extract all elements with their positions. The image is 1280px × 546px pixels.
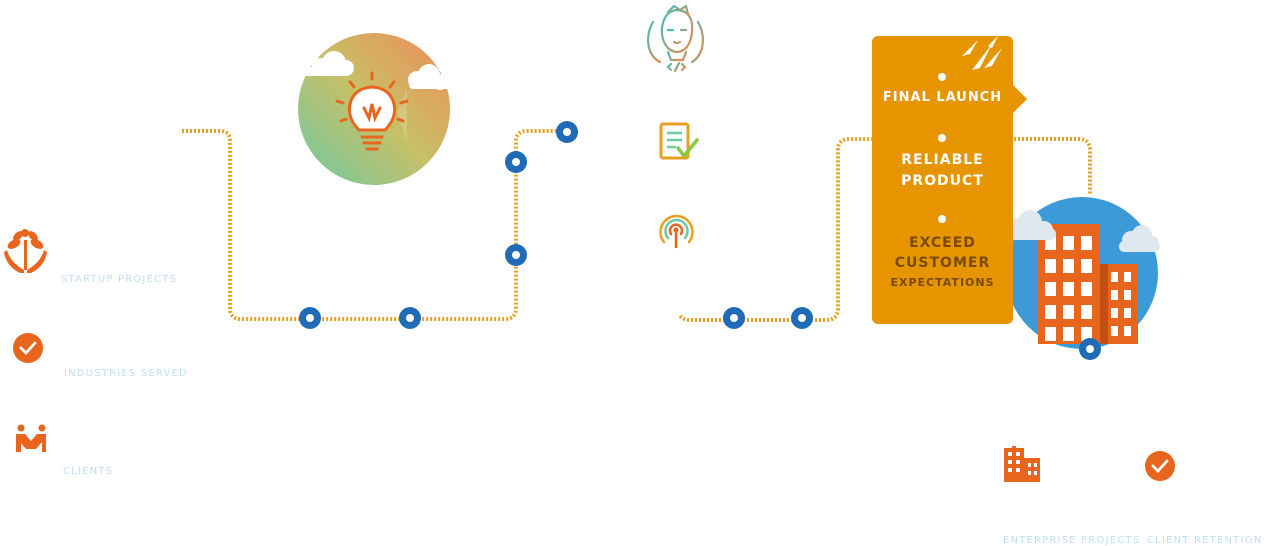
card-bullet xyxy=(938,134,946,142)
card-exceed-expectations: EXCEED CUSTOMER EXPECTATIONS xyxy=(872,233,1013,293)
lightbulb-icon xyxy=(335,71,409,151)
path-node xyxy=(399,307,421,329)
card-customer: CUSTOMER xyxy=(894,255,991,271)
roadmap-path-left xyxy=(182,129,567,321)
broadcast-signal-icon xyxy=(659,214,694,249)
card-reliable-product: RELIABLE PRODUCT xyxy=(872,150,1013,192)
people-handshake-icon xyxy=(16,424,46,452)
stat-label-industries-served: INDUSTRIES SERVED xyxy=(64,368,188,379)
card-expectations: EXPECTATIONS xyxy=(890,276,995,289)
path-node xyxy=(505,151,527,173)
developer-avatar-icon xyxy=(647,4,704,73)
path-node xyxy=(723,307,745,329)
launch-card: FINAL LAUNCH RELIABLE PRODUCT EXCEED CUS… xyxy=(872,36,1027,324)
check-circle-icon xyxy=(13,333,43,363)
city-circle xyxy=(1002,197,1160,349)
office-buildings-icon xyxy=(1004,446,1040,482)
check-circle-icon xyxy=(1145,451,1175,481)
stat-label-clients: CLIENTS xyxy=(63,466,114,477)
card-exceed: EXCEED xyxy=(909,235,976,251)
stat-label-startup-projects: STARTUP PROJECTS xyxy=(61,274,178,285)
path-node xyxy=(556,121,578,143)
idea-circle xyxy=(296,33,453,185)
card-bullet xyxy=(938,215,946,223)
card-final-launch: FINAL LAUNCH xyxy=(882,90,1003,105)
roadmap-path-end xyxy=(1014,137,1092,195)
stat-label-client-retention: CLIENT RETENTION xyxy=(1147,535,1263,546)
path-node xyxy=(299,307,321,329)
card-pointer xyxy=(1013,85,1027,113)
card-reliable: RELIABLE xyxy=(901,152,984,168)
rocket-streaks-icon xyxy=(962,36,1002,70)
path-node xyxy=(505,244,527,266)
stat-label-enterprise-projects: ENTERPRISE PROJECTS xyxy=(1003,535,1141,546)
plant-in-hands-icon xyxy=(4,229,47,273)
path-node xyxy=(1079,338,1101,360)
card-bullet xyxy=(938,73,946,81)
path-node xyxy=(791,307,813,329)
document-check-icon xyxy=(659,122,699,160)
roadmap-path-right xyxy=(678,137,872,322)
card-product: PRODUCT xyxy=(901,173,984,189)
